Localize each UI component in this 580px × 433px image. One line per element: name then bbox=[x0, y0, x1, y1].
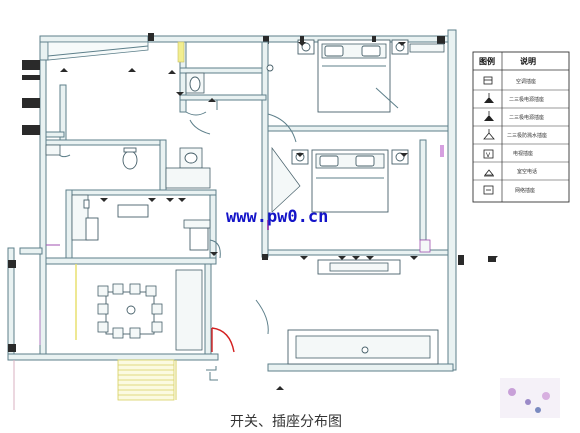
diagram-caption: 开关、插座分布图 bbox=[230, 414, 342, 430]
watermark-text: www.pw0.cn bbox=[226, 207, 328, 227]
legend-desc-1: 二三极电源插座 bbox=[509, 96, 544, 103]
legend-desc-4: 电视插座 bbox=[513, 150, 533, 157]
legend-desc-2: 二三极电源插座 bbox=[509, 114, 544, 121]
staircase bbox=[13, 359, 177, 410]
socket-symbols bbox=[8, 36, 498, 390]
second-bedroom bbox=[271, 145, 444, 253]
misc-marks bbox=[39, 220, 269, 381]
decoration-corner bbox=[500, 378, 560, 418]
two-three-pole-socket-icon bbox=[484, 93, 494, 103]
air-conditioner-socket-icon bbox=[483, 76, 493, 85]
splashproof-socket-icon bbox=[483, 129, 495, 140]
doors bbox=[185, 111, 297, 353]
two-three-pole-socket-icon bbox=[484, 111, 494, 121]
master-bedroom bbox=[297, 39, 445, 113]
network-socket-icon bbox=[483, 185, 494, 195]
entry-corridor bbox=[47, 41, 185, 63]
legend-header-symbol: 图例 bbox=[479, 56, 495, 66]
telephone-socket-icon bbox=[484, 169, 494, 177]
kitchen bbox=[71, 194, 221, 259]
svg-text:V: V bbox=[486, 152, 491, 159]
legend: 图例 说明 空调插座 二三极电源插座 二三极电源插座 二三极防溅水插座 bbox=[472, 51, 570, 203]
legend-desc-3: 二三极防溅水插座 bbox=[507, 132, 547, 139]
outer-walls bbox=[7, 29, 457, 372]
tv-socket-icon: V bbox=[483, 149, 494, 159]
legend-desc-6: 网络插座 bbox=[515, 187, 535, 194]
bathroom-upper bbox=[185, 64, 274, 110]
bathroom-middle bbox=[45, 144, 211, 189]
legend-header-desc: 说明 bbox=[520, 56, 536, 66]
legend-desc-5: 室空电话 bbox=[517, 168, 537, 175]
legend-desc-0: 空调插座 bbox=[516, 78, 536, 85]
living-room bbox=[255, 259, 439, 365]
dining-room bbox=[75, 264, 203, 351]
